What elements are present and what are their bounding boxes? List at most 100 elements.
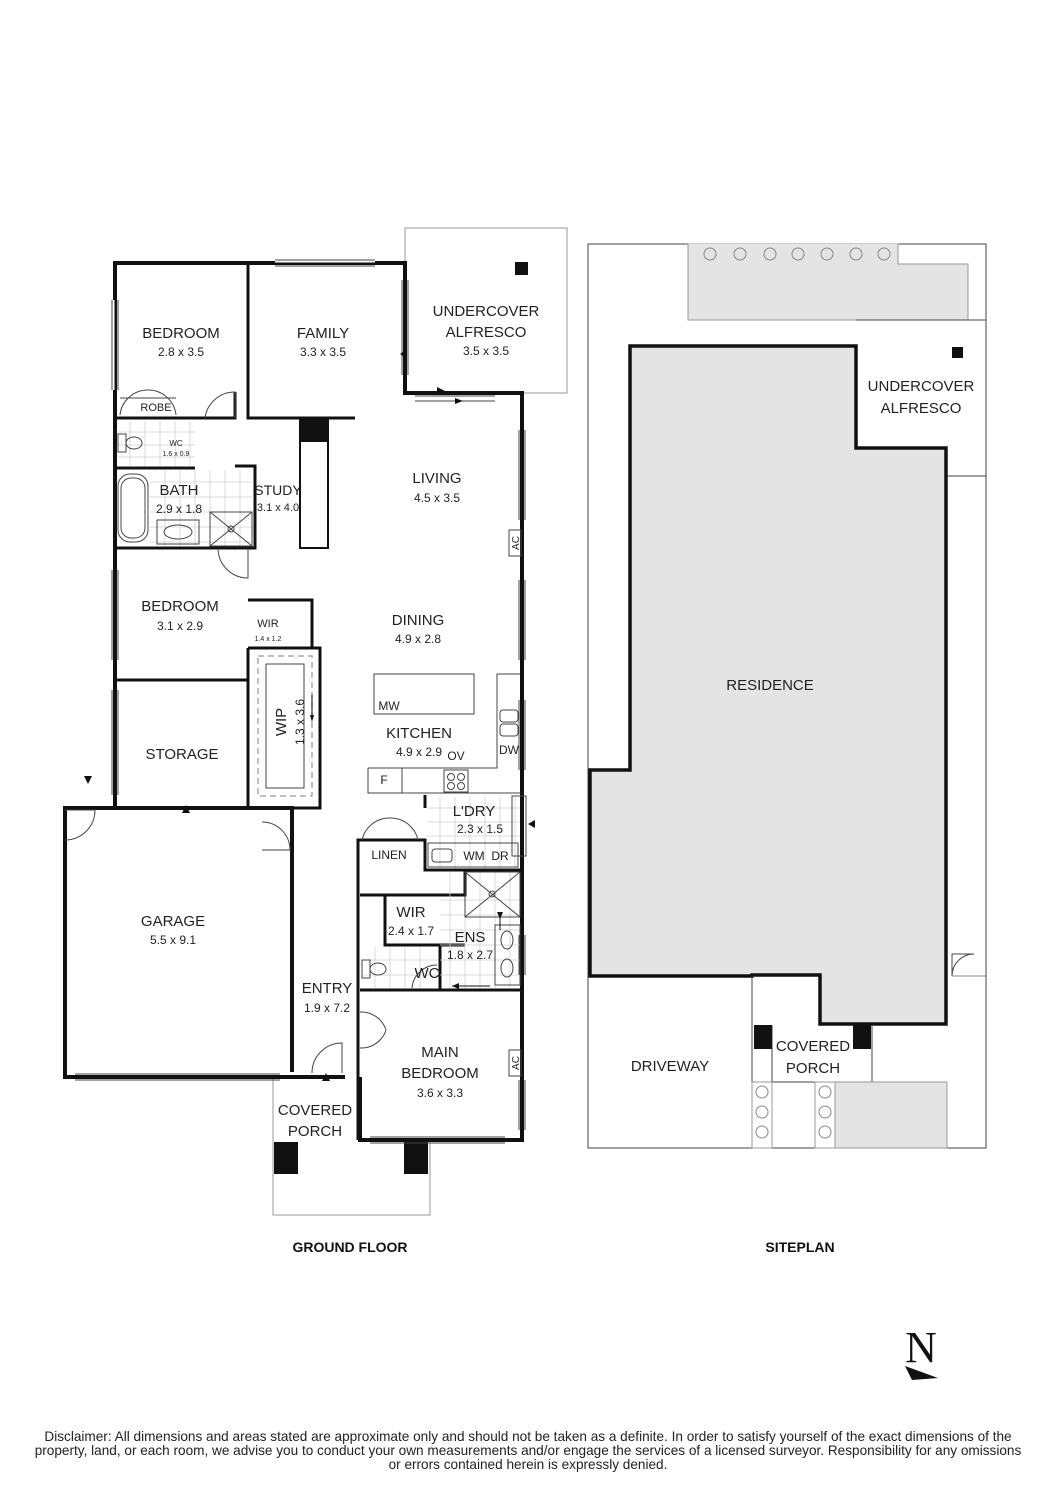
room-study-dims: 3.1 x 4.0 (257, 502, 299, 514)
dryer: DR (491, 849, 509, 863)
room-main-bedroom-dims: 3.6 x 3.3 (417, 1086, 463, 1100)
garden-bed-left (751, 1081, 773, 1149)
ac-unit-living: AC (511, 536, 522, 550)
room-dining-dims: 4.9 x 2.8 (395, 632, 441, 646)
bath-vanity (156, 519, 200, 545)
appliance-labels: AC AC MW OV DW F WM DR (378, 529, 522, 1077)
room-wir-small: WIR (257, 618, 278, 630)
room-bedroom-w-dims: 3.1 x 2.9 (157, 619, 203, 633)
room-bedroom-nw-dims: 2.8 x 3.5 (158, 345, 204, 359)
room-wip-dims: 1.3 x 3.6 (293, 699, 307, 745)
room-alfresco-line2: ALFRESCO (446, 324, 527, 341)
room-entry: ENTRY (302, 980, 353, 997)
site-residence: RESIDENCE (726, 677, 814, 694)
porch-post-right (404, 1142, 428, 1174)
room-garage: GARAGE (141, 913, 205, 930)
room-wc-small: WC (169, 439, 183, 448)
room-alfresco-line1: UNDERCOVER (433, 303, 540, 320)
microwave: MW (378, 699, 400, 713)
ground-floor-plan: BEDROOM 2.8 x 3.5 FAMILY 3.3 x 3.5 UNDER… (63, 227, 568, 1255)
site-alfresco-post (952, 347, 963, 358)
site-side-gate (951, 953, 975, 977)
kitchen-bench (367, 673, 520, 794)
north-pointer-icon (905, 1366, 938, 1380)
site-side-path (948, 475, 987, 976)
entry-arrows (84, 350, 535, 1081)
plants-top (703, 247, 891, 261)
site-alfresco-line2: ALFRESCO (881, 400, 962, 417)
porch-post-left (274, 1142, 298, 1174)
site-porch-line1: COVERED (776, 1038, 850, 1055)
plants-bottom (755, 1085, 832, 1139)
site-porch-line2: PORCH (786, 1060, 840, 1077)
floor-plan-drawing: BEDROOM 2.8 x 3.5 FAMILY 3.3 x 3.5 UNDER… (63, 227, 987, 1380)
siteplan: RESIDENCE UNDERCOVER ALFRESCO DRIVEWAY C… (587, 243, 987, 1255)
cooktop (443, 769, 469, 793)
room-bedroom-w: BEDROOM (141, 598, 219, 615)
site-porch-post-left (754, 1025, 772, 1049)
room-garage-dims: 5.5 x 9.1 (150, 933, 196, 947)
outer-wall-garage (63, 806, 294, 1079)
room-porch-line2: PORCH (288, 1123, 342, 1140)
study-column (300, 418, 328, 442)
room-wir-small-dims: 1.4 x 1.2 (255, 636, 282, 643)
room-kitchen-dims: 4.9 x 2.9 (396, 745, 442, 759)
room-main-bedroom-line1: MAIN (421, 1044, 459, 1061)
laundry-bench (427, 842, 519, 868)
oven: OV (447, 749, 464, 763)
fixtures (117, 433, 527, 986)
room-laundry: L'DRY (453, 803, 496, 820)
toilet-small (117, 433, 127, 453)
ens-shower (464, 871, 521, 918)
wall-wir-main (383, 895, 465, 947)
bath-shower (209, 511, 253, 547)
room-bedroom-nw: BEDROOM (142, 325, 220, 342)
site-alfresco-line1: UNDERCOVER (868, 378, 975, 395)
wall-wir (248, 598, 314, 648)
room-bath: BATH (160, 482, 199, 499)
residence-footprint (588, 344, 948, 1026)
room-wip: WIP (273, 708, 290, 736)
north-arrow: N (905, 1323, 938, 1380)
alfresco-post (515, 262, 528, 275)
room-laundry-dims: 2.3 x 1.5 (457, 822, 503, 836)
room-family: FAMILY (297, 325, 349, 342)
room-wc-ens: WC (415, 965, 440, 982)
north-letter: N (905, 1323, 937, 1372)
room-entry-dims: 1.9 x 7.2 (304, 1001, 350, 1015)
room-wir-main-dims: 2.4 x 1.7 (388, 924, 434, 938)
site-porch-post-right (853, 1025, 871, 1049)
room-family-dims: 3.3 x 3.5 (300, 345, 346, 359)
pantry-shelves (257, 655, 313, 797)
outer-wall-north-east (113, 261, 524, 1142)
doors (64, 389, 438, 1074)
room-wc-small-dims: 1.6 x 0.9 (163, 451, 190, 458)
room-linen: LINEN (371, 848, 406, 862)
wall-bath (115, 464, 257, 550)
ground-floor-title: GROUND FLOOR (292, 1239, 407, 1255)
wall-linen (356, 838, 522, 872)
kitchen-island (373, 673, 475, 715)
room-porch-line1: COVERED (278, 1102, 352, 1119)
bathtub (117, 473, 149, 543)
wet-area-tiles (118, 421, 520, 988)
room-dining: DINING (392, 612, 445, 629)
siteplan-title: SITEPLAN (765, 1239, 834, 1255)
disclaimer-text: Disclaimer: All dimensions and areas sta… (34, 1429, 1022, 1472)
porch-outline (272, 1077, 431, 1216)
room-kitchen: KITCHEN (386, 725, 452, 742)
room-living-dims: 4.5 x 3.5 (414, 491, 460, 505)
dishwasher: DW (499, 743, 520, 757)
windows (75, 259, 526, 1144)
room-main-bedroom-line2: BEDROOM (401, 1065, 479, 1082)
outer-wall-entry (290, 1075, 345, 1079)
wall-bedroom-nw (115, 392, 237, 420)
ac-unit-bedroom: AC (511, 1056, 522, 1070)
room-storage: STORAGE (145, 746, 218, 763)
wall-wir-north (360, 870, 467, 897)
wall-wip (246, 646, 322, 810)
garden-bed-top (687, 244, 969, 321)
site-driveway: DRIVEWAY (631, 1058, 709, 1075)
room-labels: BEDROOM 2.8 x 3.5 FAMILY 3.3 x 3.5 UNDER… (140, 303, 539, 1140)
room-alfresco-dims: 3.5 x 3.5 (463, 344, 509, 358)
